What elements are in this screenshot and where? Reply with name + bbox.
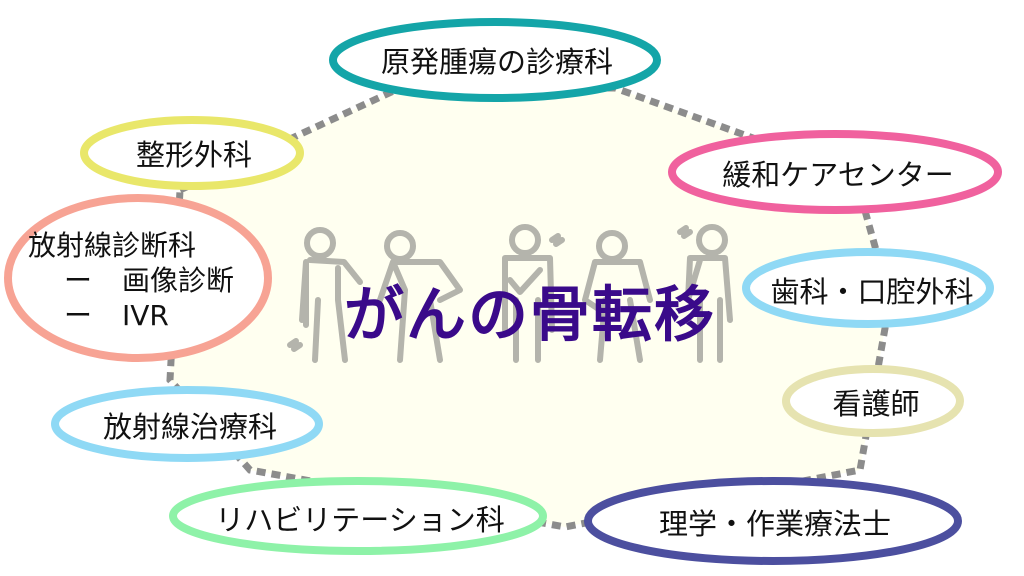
main-title: がんの骨転移 [344, 280, 716, 351]
ellipse-nurse [782, 365, 964, 437]
node-radiology-sub-1: ー画像診断 [28, 263, 234, 298]
pain-mark-icon [287, 338, 303, 352]
ellipse-therapist [584, 477, 962, 565]
ellipse-palliative [668, 130, 1002, 214]
sub-1-text: 画像診断 [122, 264, 235, 297]
node-radiology-sub-2: ー IVR [28, 298, 234, 333]
ellipse-dental [742, 248, 994, 328]
figure-2 [377, 230, 463, 363]
node-radiotherapy: 放射線治療科 [102, 410, 278, 444]
ellipse-rehab [169, 477, 547, 555]
node-ellipses [4, 18, 1002, 565]
node-nurse: 看護師 [832, 387, 920, 421]
sub-1-dash: ー [64, 264, 93, 297]
node-rehab: リハビリテーション科 [215, 503, 505, 537]
node-therapist: 理学・作業療法士 [658, 507, 892, 541]
ellipse-radiotherapy [51, 386, 323, 462]
node-palliative: 緩和ケアセンター [722, 158, 954, 192]
ellipse-radiology [4, 194, 272, 362]
pain-figures [287, 224, 733, 363]
figure-5 [677, 224, 733, 363]
sub-2-text: IVR [122, 299, 169, 332]
node-radiology: 放射線診断科 ー画像診断 ー IVR [28, 228, 234, 333]
node-orthopedics: 整形外科 [135, 138, 253, 172]
sub-2-dash: ー [64, 299, 93, 332]
node-radiology-label: 放射線診断科 [28, 229, 197, 262]
figure-1 [299, 227, 363, 363]
figure-3 [502, 224, 565, 363]
figure-4 [582, 230, 653, 363]
node-oncology: 原発腫瘍の診療科 [380, 45, 614, 79]
ellipse-orthopedics [80, 116, 304, 190]
ellipse-oncology [329, 18, 661, 102]
node-dental: 歯科・口腔外科 [770, 275, 974, 309]
